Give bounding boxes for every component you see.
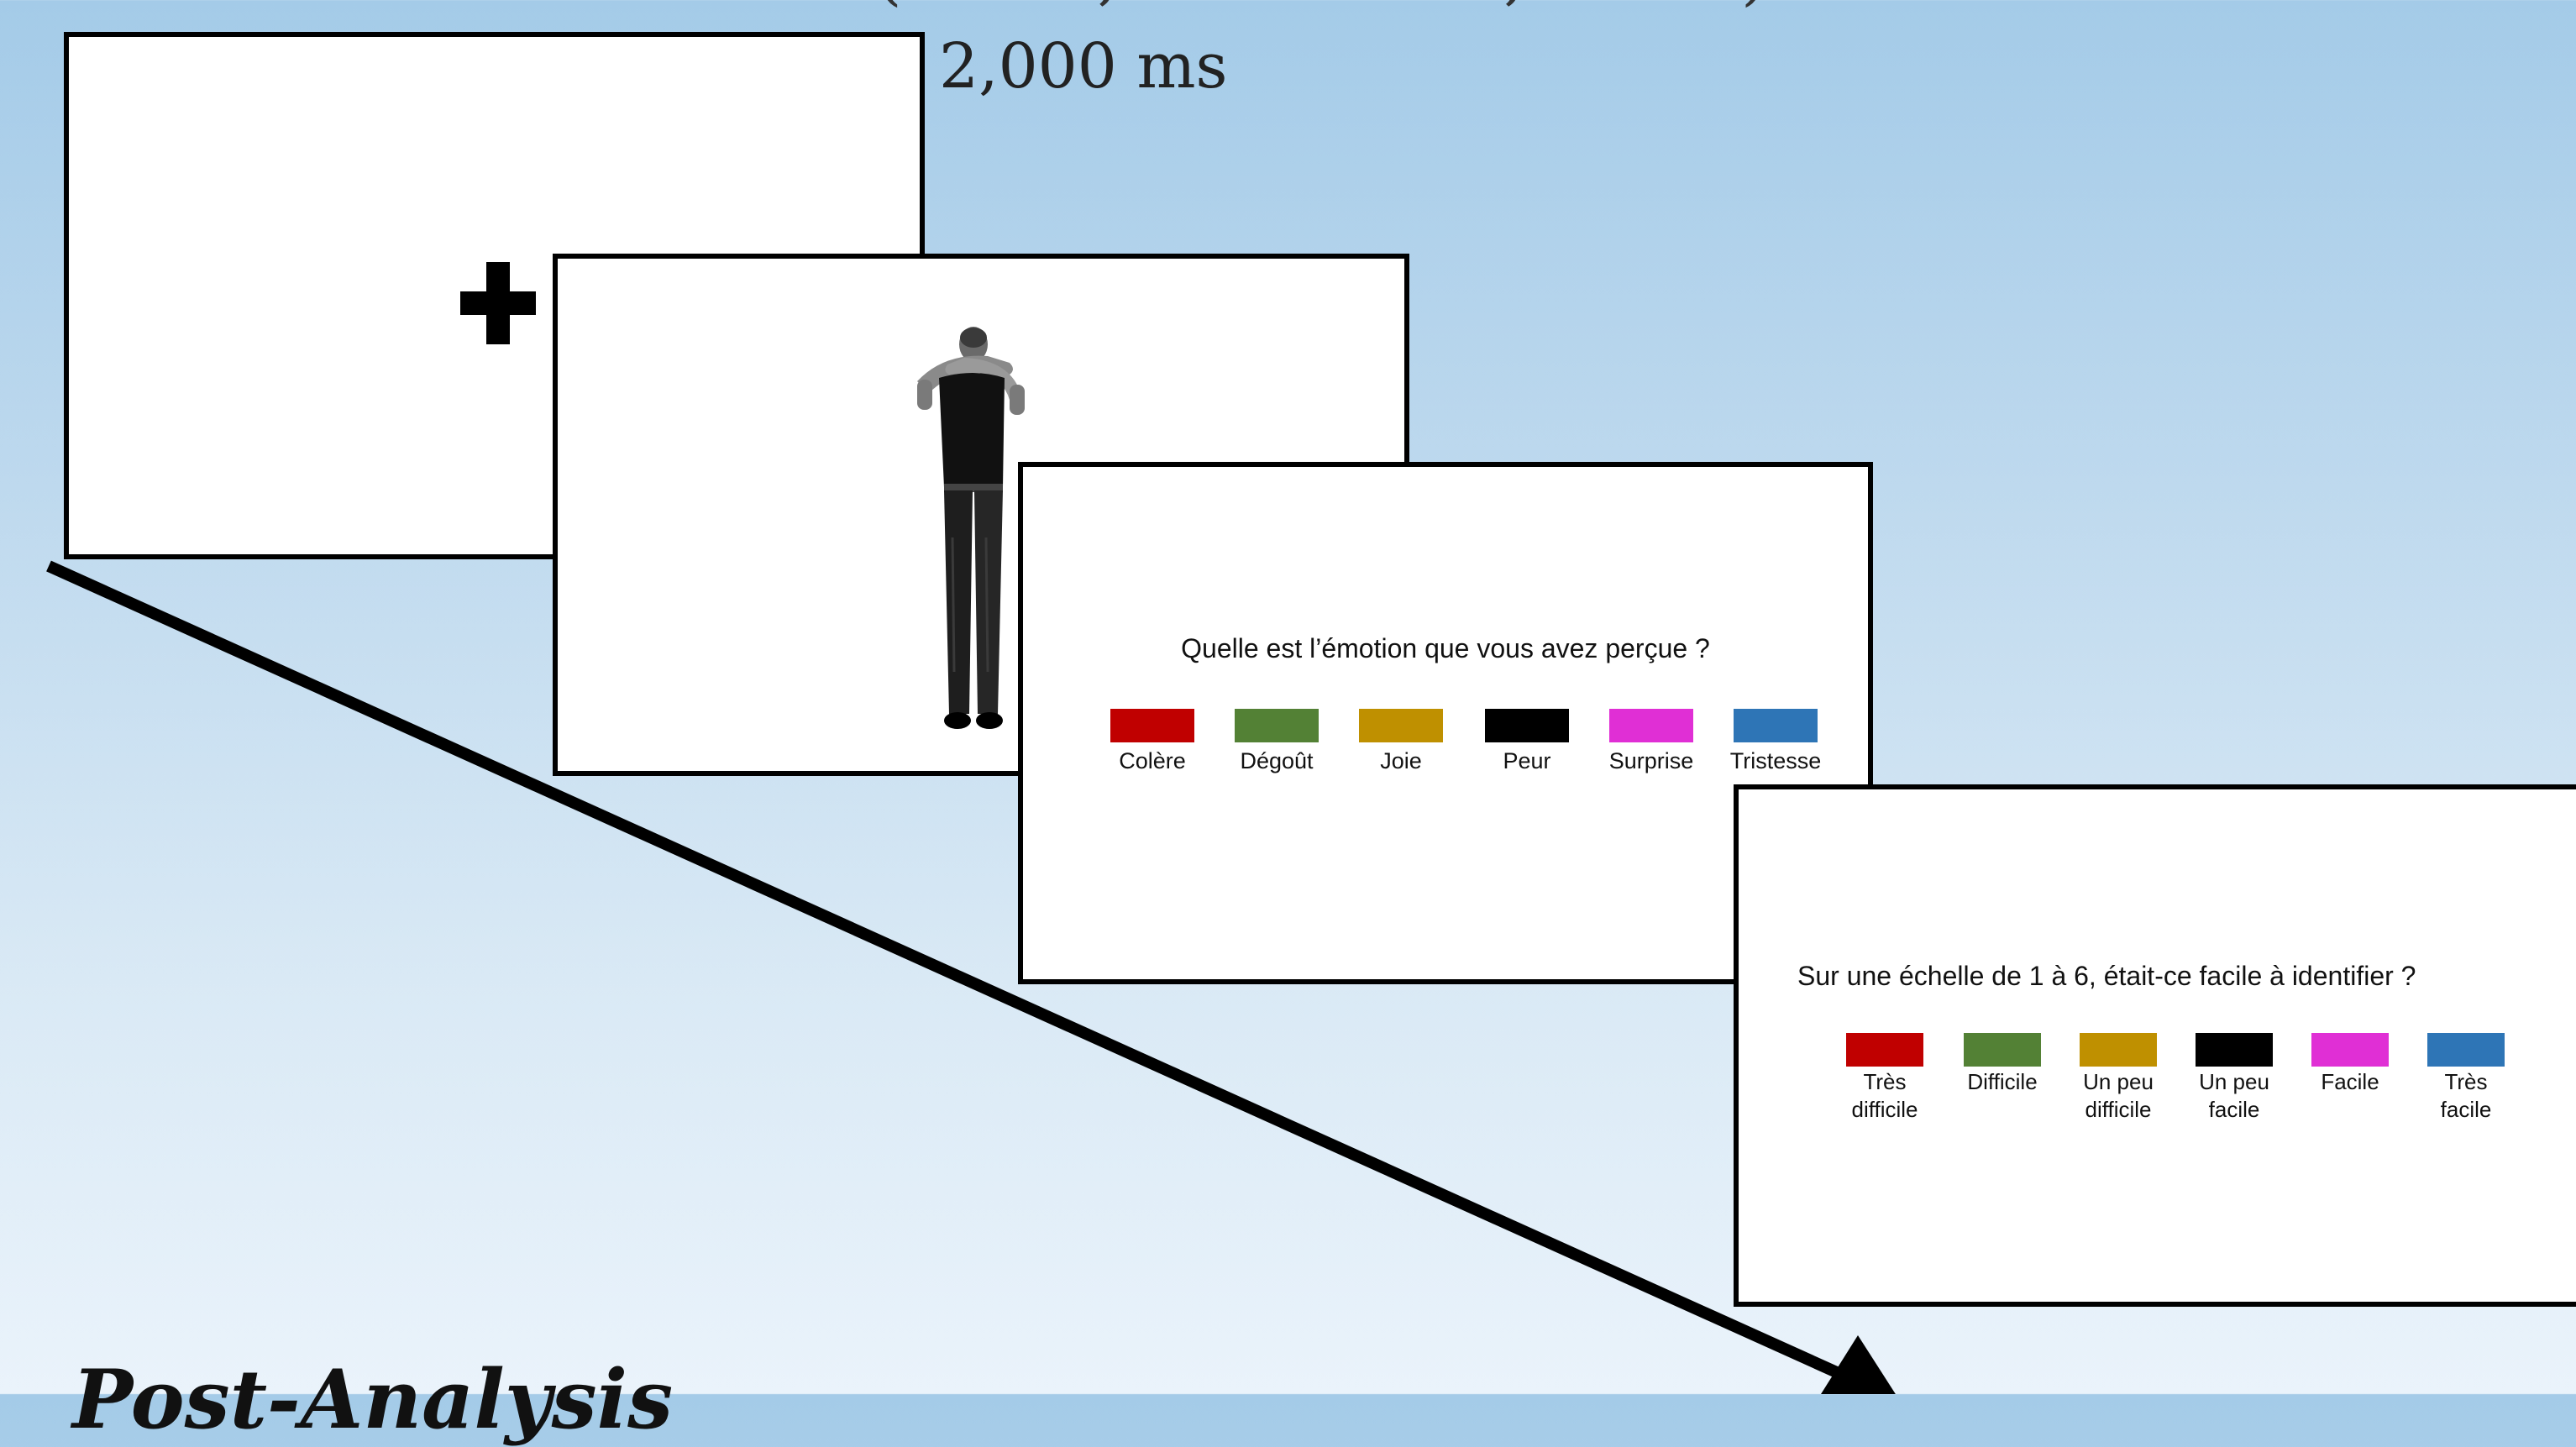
section-heading: Post-Analysis [72,1352,673,1447]
time-arrow-icon [0,0,2576,1394]
